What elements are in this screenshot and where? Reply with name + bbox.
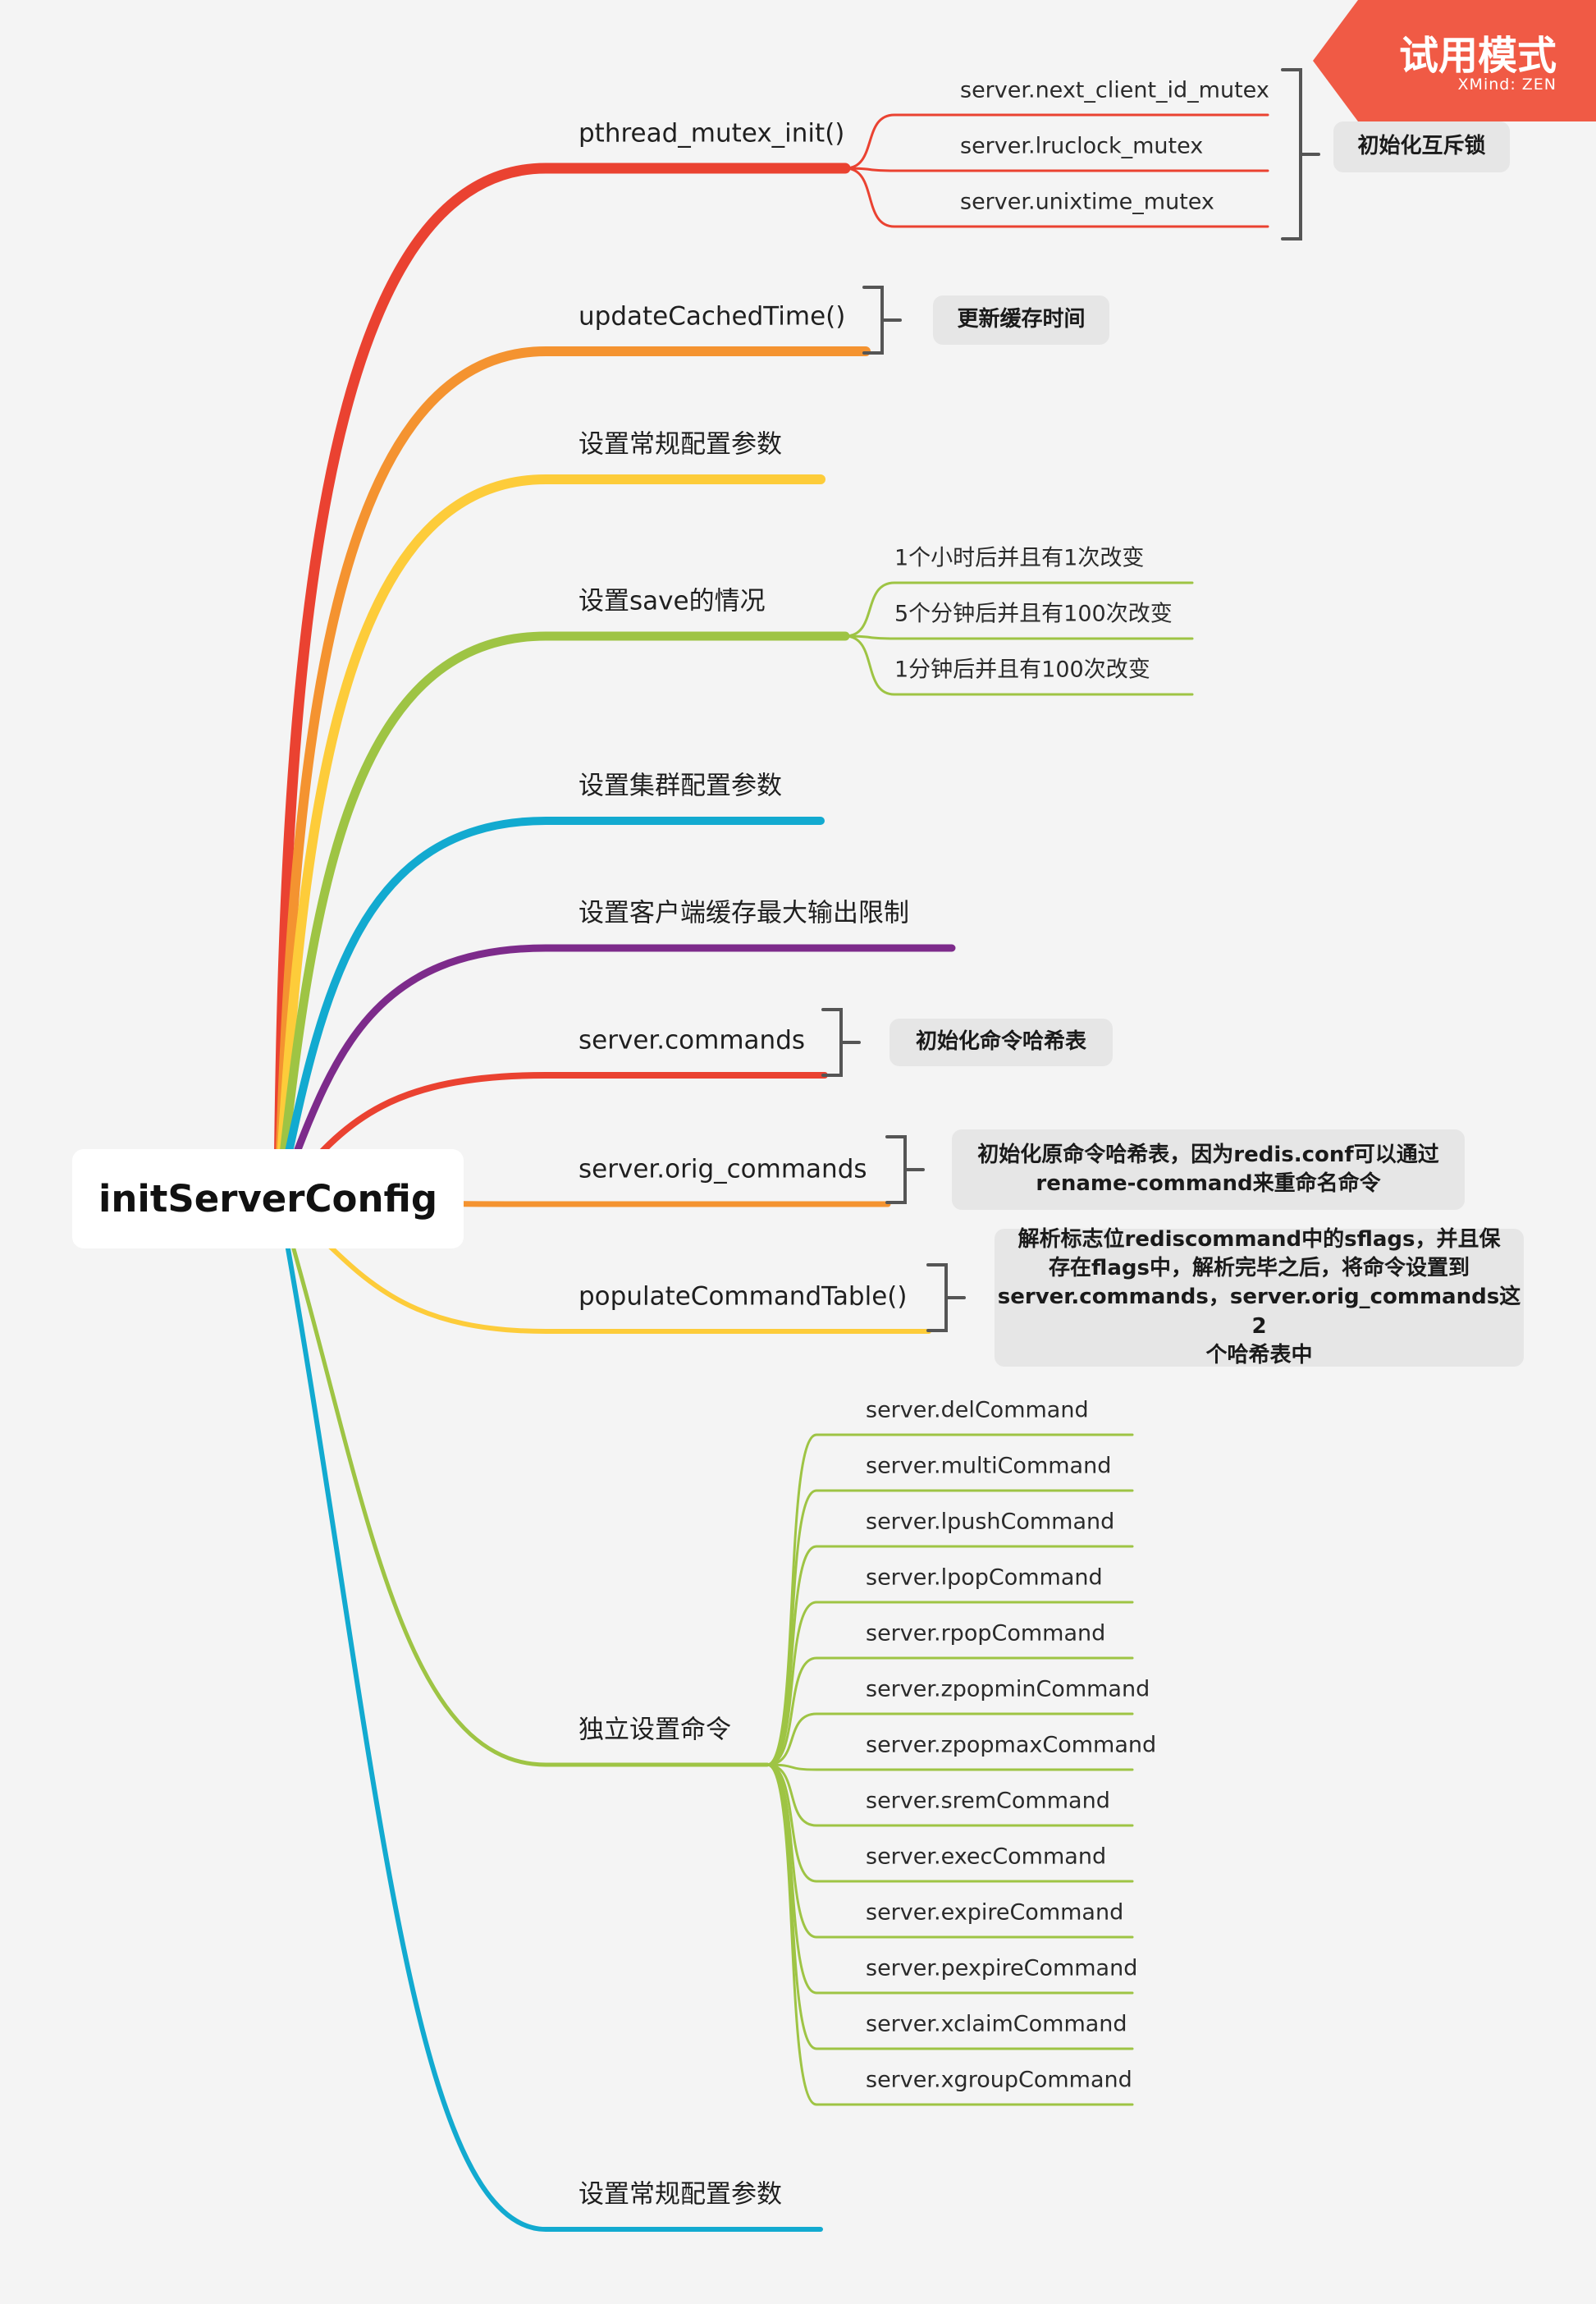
subtopic[interactable]: 1分钟后并且有100次改变 (894, 657, 1150, 683)
summary-note-label: 更新缓存时间 (957, 307, 1086, 332)
subtopic-connector (766, 1763, 1134, 1883)
branch-connector (277, 1196, 823, 2232)
branch-topic[interactable]: 设置客户端缓存最大输出限制 (578, 898, 909, 928)
subtopic-connector (844, 167, 1269, 228)
summary-note-line: 存在flags中，解析完毕之后，将命令设置到 (1049, 1256, 1470, 1281)
summary-note[interactable]: 解析标志位rediscommand中的sflags，并且保存在flags中，解析… (995, 1227, 1524, 1367)
subtopic[interactable]: server.delCommand (866, 1397, 1089, 1423)
summary-note-line: 解析标志位rediscommand中的sflags，并且保 (1018, 1227, 1501, 1253)
subtopic[interactable]: server.unixtime_mutex (960, 189, 1214, 215)
xmind-zen-logo: XMind: ZEN (1457, 76, 1557, 94)
subtopic-connector (844, 634, 1194, 640)
subtopic[interactable]: server.zpopmaxCommand (866, 1732, 1157, 1758)
branch-topic[interactable]: 独立设置命令 (578, 1715, 731, 1745)
branch-topic[interactable]: server.commands (578, 1025, 806, 1056)
subtopic-connector (766, 1656, 1134, 1766)
subtopic-connector (766, 1763, 1134, 1827)
branch-topic[interactable]: server.orig_commands (578, 1154, 867, 1184)
subtopic[interactable]: server.next_client_id_mutex (960, 77, 1269, 103)
subtopic-connector (844, 634, 1194, 696)
branch-connector (274, 631, 850, 1203)
summary-bracket (821, 1008, 861, 1077)
branch-connector (275, 944, 956, 1202)
subtopic[interactable]: server.xclaimCommand (866, 2011, 1127, 2037)
subtopic-connector (766, 1545, 1134, 1766)
subtopic[interactable]: server.pexpireCommand (866, 1955, 1138, 1981)
summary-note-label: 初始化互斥锁 (1357, 134, 1486, 159)
summary-bracket (885, 1135, 925, 1204)
subtopic[interactable]: server.lpopCommand (866, 1564, 1103, 1591)
subtopic[interactable]: server.sremCommand (866, 1788, 1110, 1814)
subtopic[interactable]: server.execCommand (866, 1844, 1107, 1870)
trial-mode-title: 试用模式 (1398, 33, 1557, 79)
subtopic[interactable]: server.rpopCommand (866, 1620, 1106, 1647)
subtopic[interactable]: 1个小时后并且有1次改变 (894, 545, 1145, 571)
summary-note-line: 初始化原命令哈希表，因为redis.conf可以通过 (977, 1142, 1439, 1167)
branch-connector (274, 474, 825, 1203)
root-topic[interactable]: initServerConfig (72, 1149, 464, 1248)
subtopic[interactable]: server.zpopminCommand (866, 1676, 1150, 1702)
summary-bracket (926, 1263, 966, 1332)
subtopic[interactable]: server.multiCommand (866, 1453, 1112, 1479)
branch-connector (275, 817, 825, 1202)
summary-note[interactable]: 更新缓存时间 (933, 295, 1109, 345)
subtopic[interactable]: server.lpushCommand (866, 1509, 1115, 1535)
subtopic-connector (844, 113, 1269, 170)
subtopic[interactable]: server.xgroupCommand (866, 2067, 1132, 2093)
subtopic-connector (844, 167, 1269, 172)
root-topic-label: initServerConfig (98, 1177, 438, 1221)
subtopic-connector (766, 1763, 1134, 1771)
subtopic[interactable]: 5个分钟后并且有100次改变 (894, 601, 1173, 627)
subtopic-connector (766, 1601, 1134, 1766)
summary-bracket (862, 286, 902, 355)
branch-topic[interactable]: populateCommandTable() (578, 1281, 908, 1312)
branch-topic[interactable]: 设置常规配置参数 (578, 2179, 782, 2210)
branch-connector (274, 346, 871, 1203)
subtopic-connector (844, 581, 1194, 638)
summary-note-label: 初始化命令哈希表 (915, 1029, 1086, 1055)
summary-note[interactable]: 初始化原命令哈希表，因为redis.conf可以通过 rename-command… (952, 1129, 1465, 1210)
branch-topic[interactable]: 设置集群配置参数 (578, 771, 782, 801)
summary-note[interactable]: 初始化命令哈希表 (889, 1019, 1113, 1066)
branch-topic[interactable]: 设置save的情况 (578, 586, 766, 616)
summary-note[interactable]: 初始化互斥锁 (1333, 121, 1510, 172)
summary-note-line: rename-command来重命名命令 (1036, 1171, 1381, 1196)
trial-mode-banner: 试用模式 XMind: ZEN (1313, 0, 1596, 121)
branch-topic[interactable]: pthread_mutex_init() (578, 118, 845, 149)
subtopic[interactable]: server.expireCommand (866, 1899, 1124, 1926)
branch-topic[interactable]: 设置常规配置参数 (578, 429, 782, 460)
subtopic-connector (766, 1433, 1134, 1766)
subtopic[interactable]: server.lruclock_mutex (960, 133, 1204, 159)
branch-connector (273, 163, 851, 1204)
subtopic-connector (766, 1763, 1134, 2106)
branch-topic[interactable]: updateCachedTime() (578, 301, 846, 332)
summary-note-line: 个哈希表中 (1205, 1342, 1313, 1367)
subtopic-connector (766, 1712, 1134, 1766)
summary-note-line: server.commands，server.orig_commands这2 (997, 1285, 1521, 1339)
branch-connector (277, 1196, 770, 1767)
summary-bracket (1281, 68, 1320, 240)
